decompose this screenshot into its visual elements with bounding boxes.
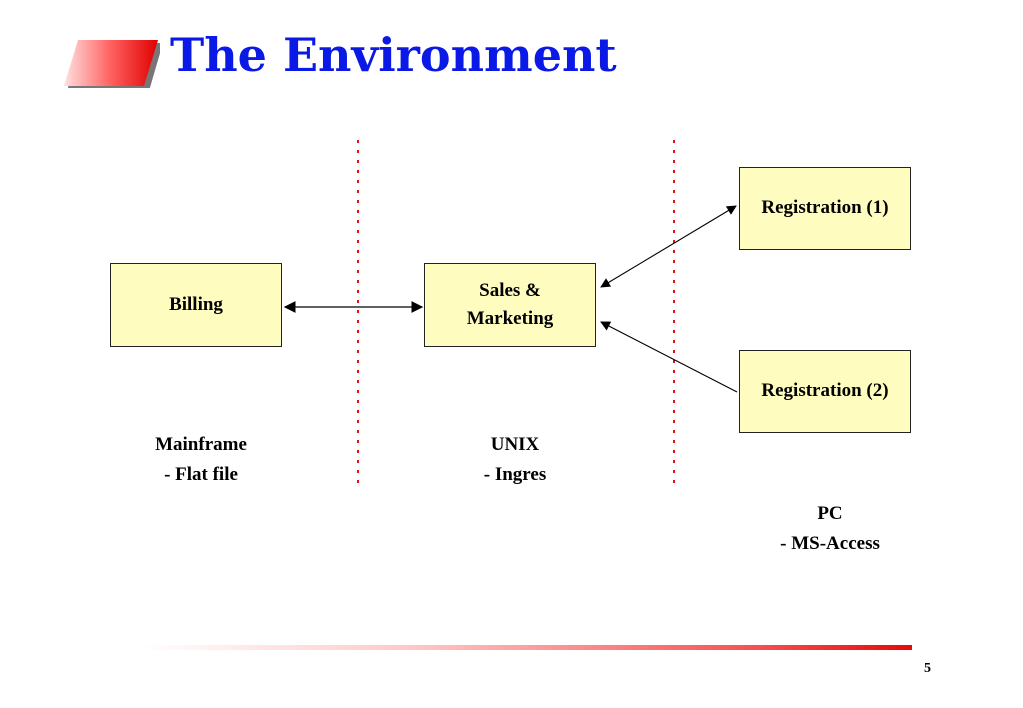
sales-marketing-box: Sales & Marketing bbox=[424, 263, 596, 347]
unix-detail: - Ingres bbox=[483, 464, 547, 486]
footer-accent-bar bbox=[140, 645, 912, 650]
registration-2-label: Registration (2) bbox=[761, 380, 889, 402]
billing-box: Billing bbox=[110, 263, 282, 347]
page-title: The Environment bbox=[170, 28, 617, 82]
registration-1-box: Registration (1) bbox=[739, 167, 911, 250]
pc-detail: - MS-Access bbox=[780, 533, 880, 555]
page-number: 5 bbox=[924, 661, 931, 676]
pc-label: PC - MS-Access bbox=[739, 499, 921, 560]
unix-name: UNIX bbox=[490, 434, 540, 455]
title-accent-bar bbox=[64, 40, 160, 88]
arrow-registration2-sales bbox=[600, 321, 738, 393]
registration-2-box: Registration (2) bbox=[739, 350, 911, 433]
registration-1-label: Registration (1) bbox=[761, 197, 889, 219]
unix-label: UNIX - Ingres bbox=[424, 430, 606, 491]
billing-label: Billing bbox=[169, 293, 223, 315]
sales-label-line2: Marketing bbox=[466, 308, 554, 329]
mainframe-detail: - Flat file bbox=[164, 464, 238, 486]
arrow-sales-registration1 bbox=[600, 205, 737, 288]
pc-name: PC bbox=[817, 503, 843, 524]
sales-label-line1: Sales & bbox=[479, 279, 541, 301]
mainframe-label: Mainframe - Flat file bbox=[110, 430, 292, 491]
mainframe-name: Mainframe bbox=[155, 434, 247, 455]
